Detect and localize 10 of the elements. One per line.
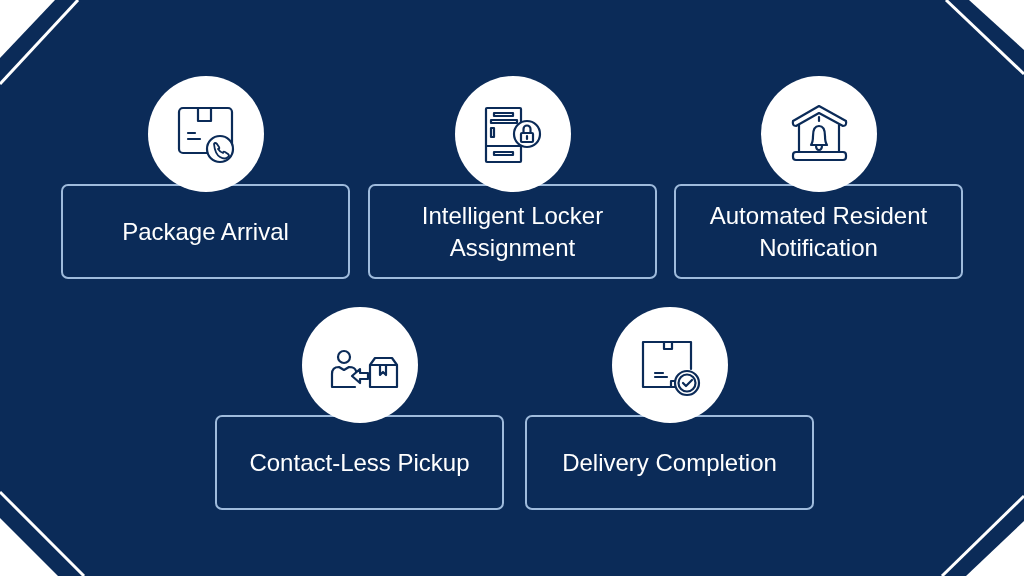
step-label: Intelligent Locker Assignment xyxy=(420,200,605,263)
step-box xyxy=(674,184,963,279)
step-box xyxy=(368,184,657,279)
step-box xyxy=(215,415,504,510)
step-label: Contact-Less Pickup xyxy=(249,447,470,478)
step-box xyxy=(61,184,350,279)
step-box xyxy=(525,415,814,510)
step-label: Automated Resident Notification xyxy=(708,200,929,263)
step-label: Delivery Completion xyxy=(562,447,777,478)
step-label: Package Arrival xyxy=(122,216,289,247)
